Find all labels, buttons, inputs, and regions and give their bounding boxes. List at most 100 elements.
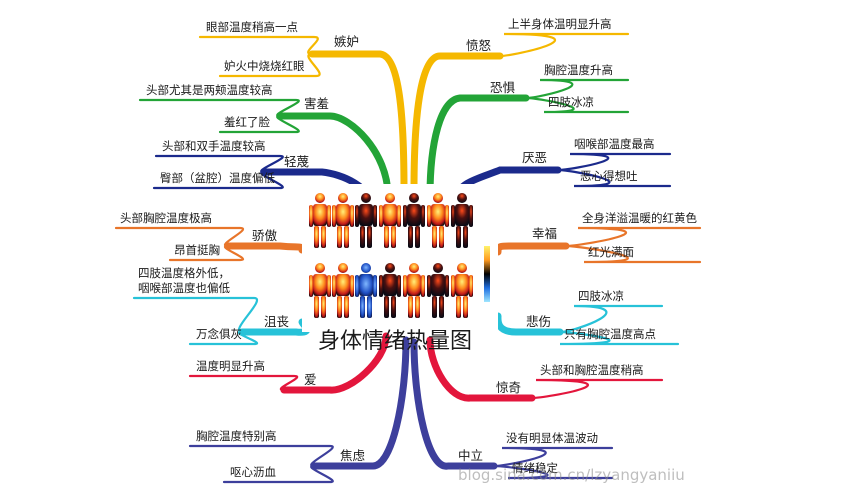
body-leg-left — [384, 296, 389, 318]
body-leg-left — [384, 226, 389, 248]
body-arm-right — [327, 275, 331, 297]
body-head — [361, 263, 371, 273]
body-arm-right — [350, 275, 354, 297]
leaf-connector-jealousy-1 — [218, 52, 321, 78]
body-arm-left — [332, 275, 336, 297]
body-head — [385, 193, 395, 203]
emotion-label-neutral: 中立 — [458, 448, 483, 463]
branch-stem-surprise — [426, 336, 536, 402]
body-arm-left — [355, 275, 359, 297]
leaf-text-depression-0: 四肢温度格外低，咽喉部温度也偏低 — [138, 266, 230, 295]
leaf-text-contempt-0: 头部和双手温度较高 — [162, 139, 266, 153]
body-leg-left — [432, 226, 437, 248]
leaf-text-happiness-1: 红光满面 — [588, 245, 634, 259]
body-figure — [355, 193, 377, 248]
branch-stem-anger — [410, 52, 504, 194]
leaf-text-disgust-0: 咽喉部温度最高 — [574, 137, 655, 151]
leaf-text-fear-1: 四肢冰凉 — [548, 95, 594, 109]
leaf-connector-shame-0 — [138, 98, 300, 118]
body-leg-left — [360, 296, 365, 318]
body-torso — [455, 204, 469, 226]
leaf-connector-anxiety-1 — [222, 464, 334, 484]
body-figure — [403, 193, 425, 248]
body-torso — [359, 204, 373, 226]
body-leg-left — [314, 296, 319, 318]
body-leg-left — [408, 226, 413, 248]
body-head — [361, 193, 371, 203]
leaf-text-jealousy-1: 妒火中烧烧红眼 — [224, 59, 305, 73]
emotion-label-depression: 沮丧 — [264, 314, 289, 329]
body-head — [315, 193, 325, 203]
emotion-label-anxiety: 焦虑 — [340, 448, 366, 463]
body-silhouettes — [309, 193, 473, 318]
leaf-connector-anxiety-0 — [188, 444, 334, 468]
branch-stem-neutral — [410, 338, 498, 470]
branch-stem-jealousy — [308, 50, 408, 194]
leaf-text-love-0: 温度明显升高 — [196, 359, 265, 373]
body-arm-right — [421, 205, 425, 227]
body-torso — [336, 204, 350, 226]
body-leg-right — [367, 296, 372, 318]
body-figure — [451, 193, 473, 248]
emotion-label-love: 爱 — [304, 372, 317, 387]
emotion-label-sadness: 悲伤 — [526, 314, 551, 329]
body-arm-left — [309, 205, 313, 227]
body-head — [409, 263, 419, 273]
body-leg-right — [367, 226, 372, 248]
body-arm-left — [403, 205, 407, 227]
body-leg-right — [391, 296, 396, 318]
leaf-text-sadness-1: 只有胸腔温度高点 — [564, 327, 656, 341]
leaf-connector-contempt-0 — [154, 154, 284, 174]
body-arm-right — [421, 275, 425, 297]
body-leg-right — [439, 296, 444, 318]
body-figure — [332, 263, 354, 318]
leaf-text-anger-0: 上半身体温明显升高 — [508, 17, 612, 31]
leaf-connector-neutral-1 — [492, 464, 614, 480]
branch-layer: 嫉妒眼部温度稍高一点妒火中烧烧红眼害羞头部尤其是两颊温度较高羞红了脸轻蔑头部和双… — [114, 17, 702, 484]
body-figure — [451, 263, 473, 318]
body-leg-right — [344, 296, 349, 318]
body-figure — [403, 263, 425, 318]
leaf-text-contempt-1: 臀部（盆腔）温度偏低 — [160, 171, 275, 185]
body-leg-right — [415, 226, 420, 248]
body-leg-left — [314, 226, 319, 248]
branch-stem-happiness — [494, 242, 570, 256]
leaf-text-happiness-0: 全身洋溢温暖的红黄色 — [582, 211, 697, 225]
body-leg-right — [321, 226, 326, 248]
emotion-label-happiness: 幸福 — [532, 226, 557, 241]
branch-stem-fear — [426, 94, 530, 200]
leaf-connector-sadness-0 — [558, 304, 664, 334]
leaf-connector-depression-1 — [188, 330, 258, 346]
watermark: blog.sina.com.cn/lzyangyaniiu — [458, 466, 685, 484]
leaf-connector-jealousy-0 — [198, 35, 319, 56]
emotion-label-contempt: 轻蔑 — [284, 154, 310, 169]
leaf-text-shame-1: 羞红了脸 — [224, 115, 270, 129]
leaf-connector-happiness-0 — [564, 226, 702, 248]
body-arm-left — [403, 275, 407, 297]
leaf-connector-disgust-1 — [556, 168, 672, 188]
body-figure — [309, 193, 331, 248]
body-leg-left — [337, 226, 342, 248]
body-figure — [355, 263, 377, 318]
leaf-text-neutral-0: 没有明显体温波动 — [506, 431, 598, 445]
body-head — [433, 263, 443, 273]
body-figure — [427, 263, 449, 318]
leaf-text-shame-0: 头部尤其是两颊温度较高 — [146, 83, 273, 97]
body-leg-left — [408, 296, 413, 318]
body-leg-left — [456, 226, 461, 248]
body-arm-left — [451, 205, 455, 227]
body-torso — [407, 274, 421, 296]
leaf-text-fear-0: 胸腔温度升高 — [544, 63, 613, 77]
body-arm-left — [427, 205, 431, 227]
heat-scale-bar — [484, 246, 490, 302]
leaf-text-neutral-1: 情绪稳定 — [512, 461, 558, 475]
branch-stem-shame — [276, 112, 392, 200]
body-figure — [427, 193, 449, 248]
body-torso — [407, 204, 421, 226]
body-head — [338, 193, 348, 203]
emotion-label-surprise: 惊奇 — [496, 380, 521, 395]
body-arm-right — [373, 205, 377, 227]
emotion-label-pride: 骄傲 — [252, 228, 278, 243]
branch-stem-love — [280, 332, 390, 394]
